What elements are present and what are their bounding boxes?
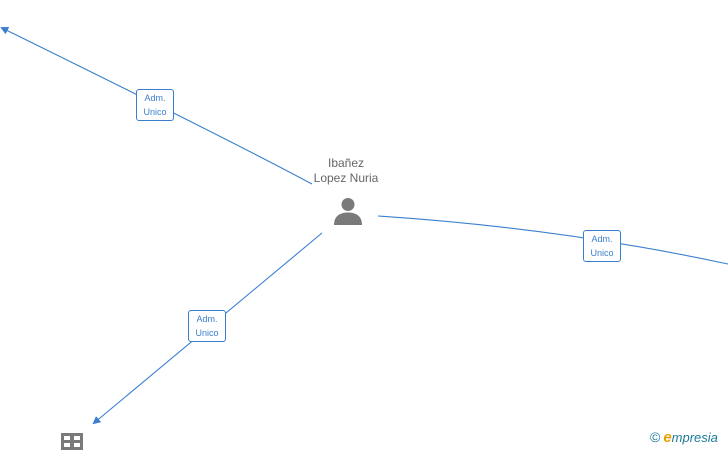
edge-label-line2: Unico [195, 328, 219, 338]
edge-label-line1: Adm. [196, 314, 218, 324]
center-node-name-line2: Lopez Nuria [313, 171, 379, 185]
building-icon[interactable] [61, 433, 83, 450]
edge-line-right [377, 215, 728, 265]
center-node-label[interactable]: Ibañez Lopez Nuria [300, 156, 392, 186]
edge-line-top-left [0, 27, 313, 185]
brand-logo-text: mpresia [671, 430, 718, 445]
copyright-symbol: © [650, 429, 661, 445]
brand-logo-e: e [663, 429, 672, 446]
brand-watermark: ©empresia [650, 429, 718, 446]
edge-label-bottom-left[interactable]: Adm. Unico [188, 310, 226, 342]
person-icon[interactable] [333, 196, 363, 226]
edge-label-top-left[interactable]: Adm. Unico [136, 89, 174, 121]
edge-label-line1: Adm. [591, 234, 613, 244]
edge-label-line1: Adm. [144, 93, 166, 103]
edge-label-line2: Unico [590, 248, 614, 258]
center-node-name-line1: Ibañez [327, 156, 365, 170]
edge-label-line2: Unico [143, 107, 167, 117]
edge-label-right[interactable]: Adm. Unico [583, 230, 621, 262]
